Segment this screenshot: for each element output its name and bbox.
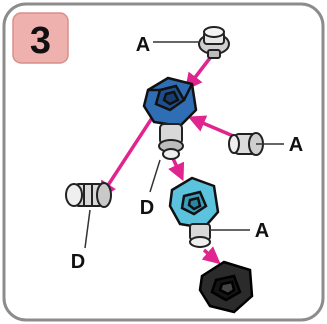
arrow-right-connector (187, 115, 239, 140)
light-blue-block (168, 176, 220, 230)
leader-d-left (84, 209, 91, 249)
label-d-center: D (140, 197, 154, 219)
label-d-left: D (71, 251, 85, 273)
arrow-to-black (201, 246, 221, 265)
blue-block (142, 76, 198, 128)
step-number: 3 (30, 20, 51, 62)
label-a-right: A (289, 134, 303, 156)
connector-under-light-blue (189, 223, 211, 248)
label-a-lower: A (255, 220, 269, 242)
connector-a-top (198, 26, 230, 59)
frame-border (2, 2, 325, 322)
leader-d-center (149, 159, 161, 193)
arrow-to-left-connector (99, 117, 154, 199)
connector-under-blue (158, 123, 184, 160)
label-a-top: A (136, 34, 150, 56)
leader-lines (84, 41, 284, 249)
step-badge: 3 (12, 12, 69, 64)
connector-d-left (65, 182, 112, 208)
black-block (198, 260, 254, 314)
